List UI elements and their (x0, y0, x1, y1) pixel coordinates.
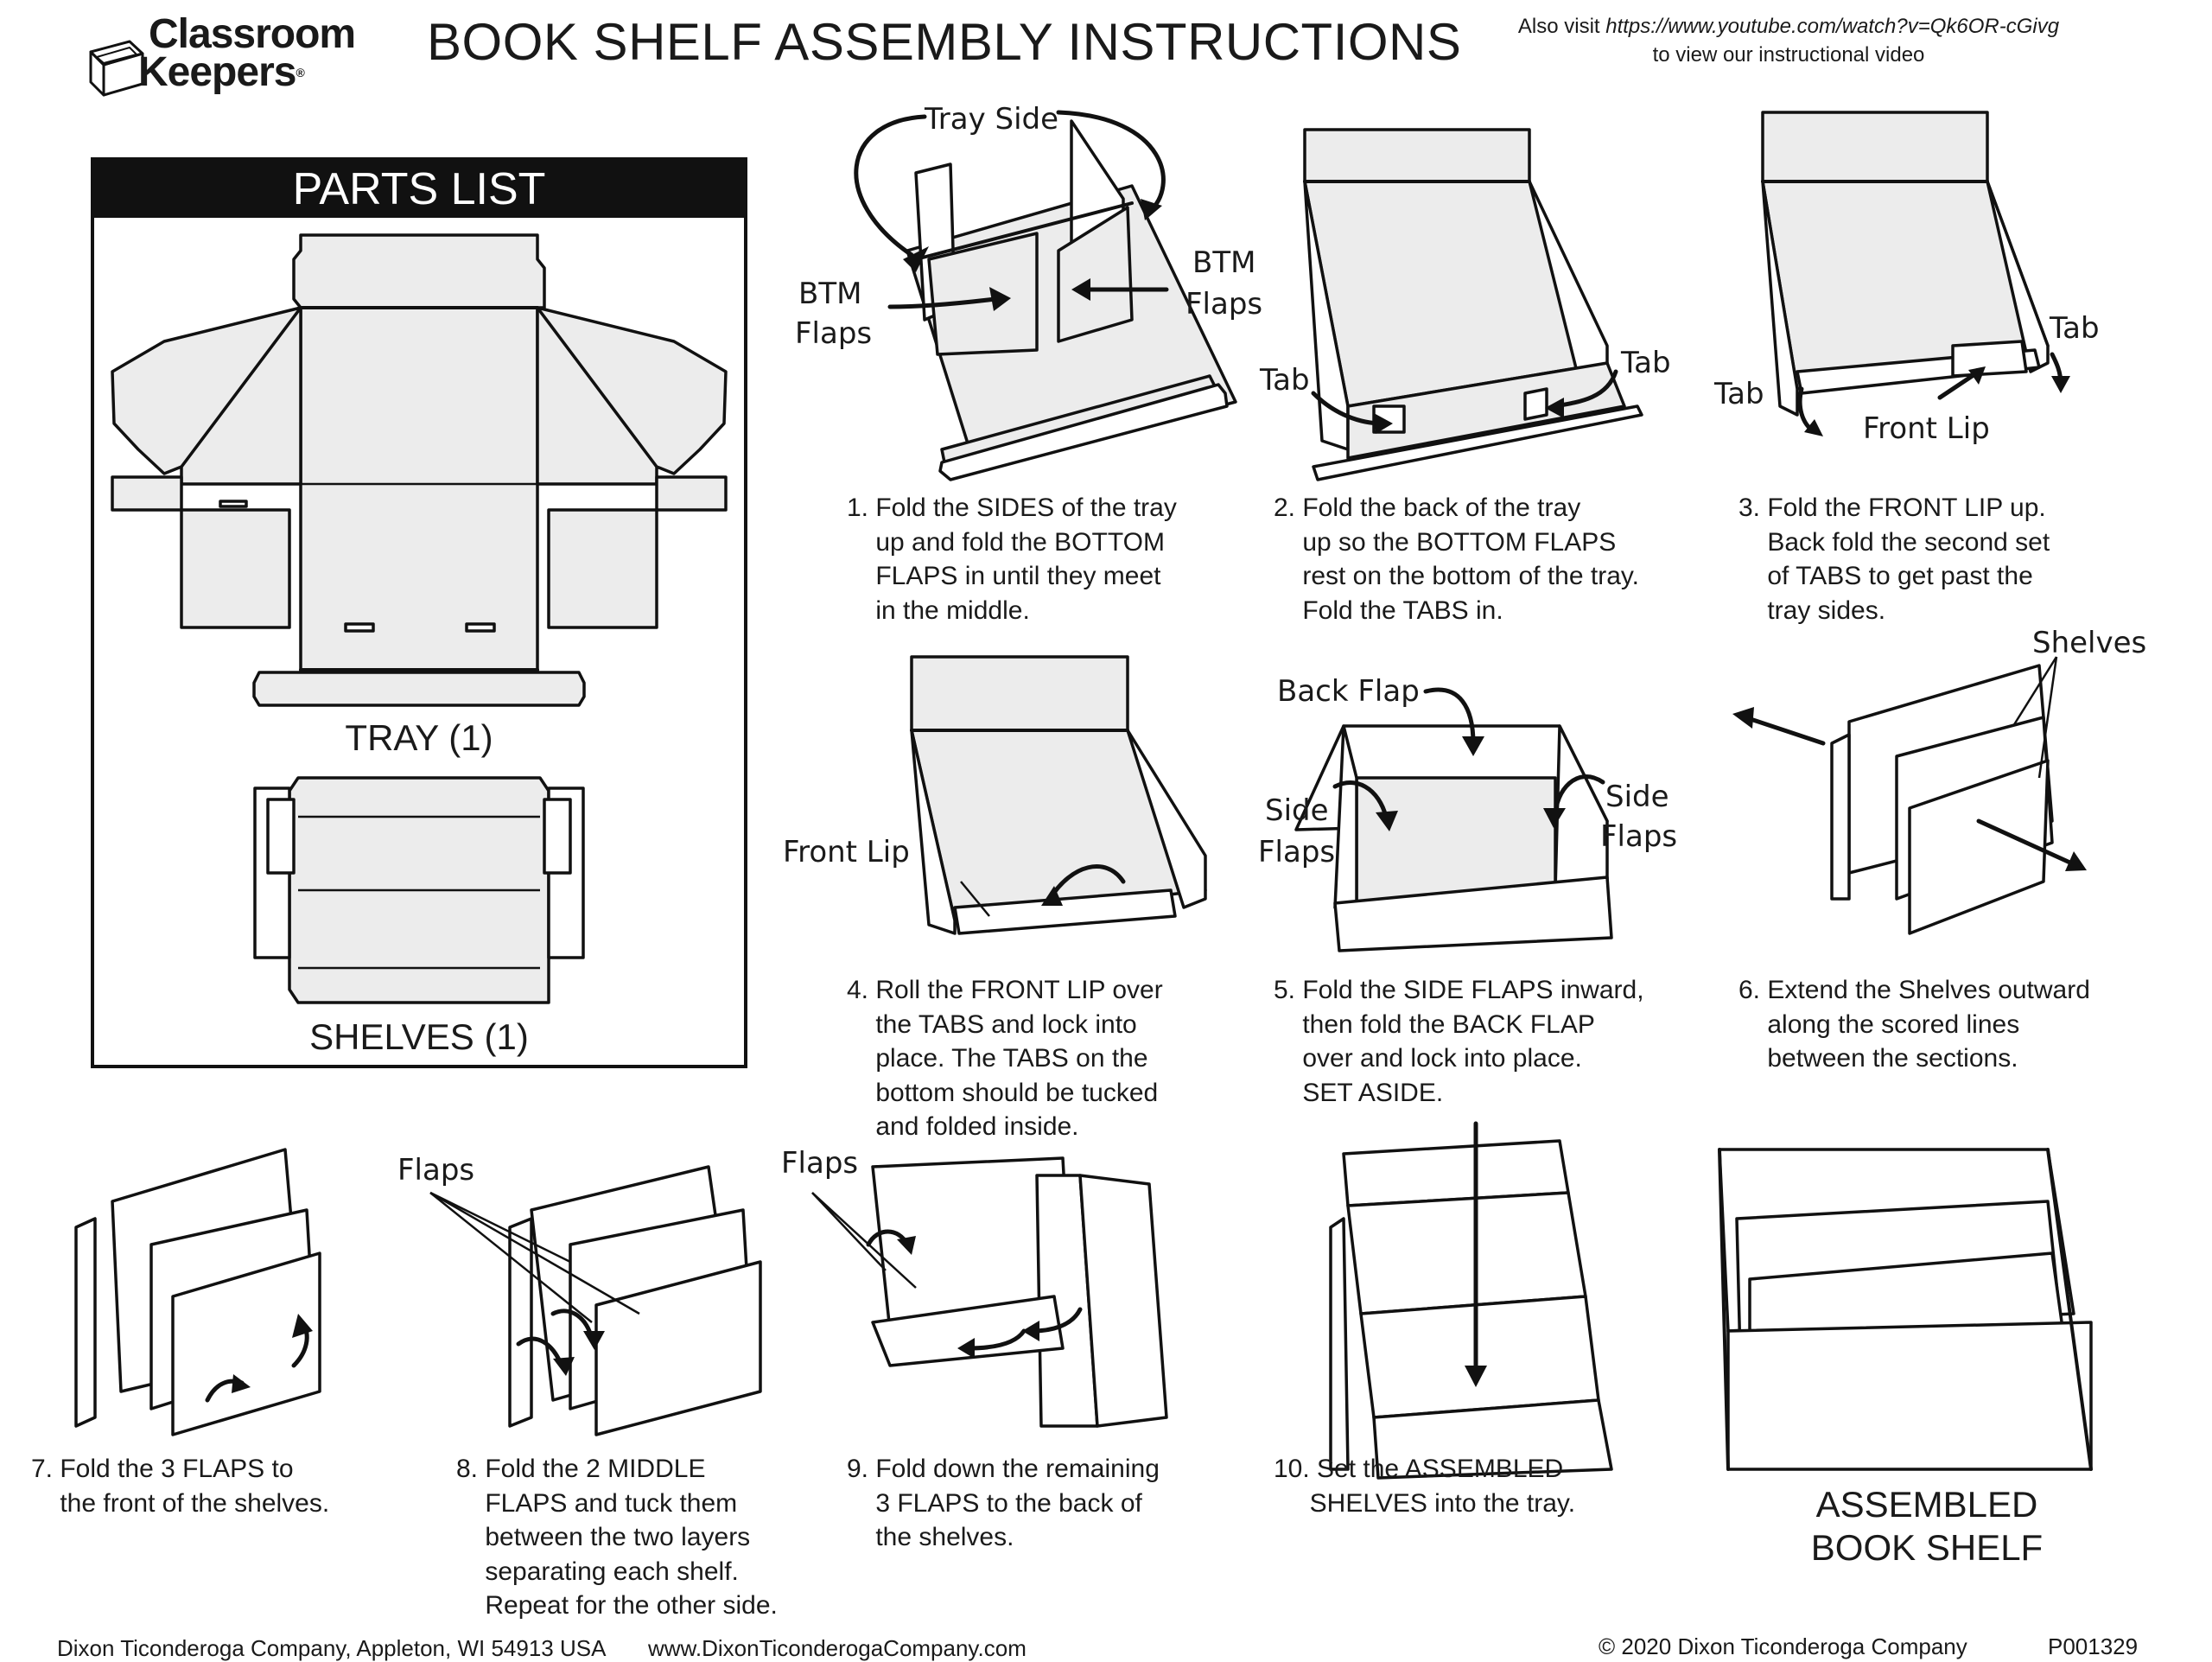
step-5-text: 5. Fold the SIDE FLAPS inward, then fold… (1274, 976, 1644, 1107)
callout-btm-flaps-left-2: Flaps (795, 316, 873, 351)
step2-diagram (1303, 128, 1643, 481)
step-7-text: 7. Fold the 3 FLAPS to the front of the … (31, 1455, 330, 1518)
step-4-text: 4. Roll the FRONT LIP over the TABS and … (847, 976, 1163, 1141)
callout-back-flap: Back Flap (1277, 674, 1420, 709)
step-3-text: 3. Fold the FRONT LIP up. Back fold the … (1738, 494, 2050, 625)
callout-flaps-9: Flaps (781, 1146, 859, 1181)
footer-website[interactable]: www.DixonTiconderogaCompany.com (648, 1635, 1027, 1661)
callout-side-flaps-right-1: Side (1605, 780, 1669, 814)
brand-name-line2: Keepers® (138, 49, 305, 95)
brand-name-line1: Classroom (149, 11, 356, 57)
step6-diagram (1830, 664, 2054, 935)
assembled-label: ASSEMBLED BOOK SHELF (1810, 1484, 2044, 1568)
footer-copyright: © 2020 Dixon Ticonderoga Company (1599, 1633, 1967, 1659)
shelves-diagram (253, 776, 585, 1004)
callout-shelves: Shelves (2032, 626, 2147, 660)
step5-diagram (1294, 724, 1613, 952)
assembled-diagram (1718, 1148, 2093, 1471)
step7-diagram (74, 1148, 321, 1436)
callout-btm-flaps-left-1: BTM (798, 277, 862, 311)
registered-mark: ® (296, 66, 304, 80)
step10-diagram (1329, 1139, 1613, 1480)
step1-diagram (906, 119, 1237, 481)
video-note: Also visit https://www.youtube.com/watch… (1517, 15, 2060, 67)
step8-diagram (508, 1165, 762, 1436)
callout-side-flaps-left-1: Side (1265, 793, 1329, 828)
step-6-text: 6. Extend the Shelves outward along the … (1738, 976, 2090, 1073)
step-9-text: 9. Fold down the remaining 3 FLAPS to th… (847, 1455, 1160, 1551)
footer-company-address: Dixon Ticonderoga Company, Appleton, WI … (57, 1635, 607, 1661)
callout-tab-2b: Tab (1621, 346, 1671, 380)
step-8-text: 8. Fold the 2 MIDDLE FLAPS and tuck them… (456, 1455, 778, 1620)
shelves-label: SHELVES (1) (309, 1016, 529, 1057)
callout-tab-3a: Tab (1714, 377, 1764, 411)
callout-tray-side: Tray Side (925, 102, 1059, 137)
step4-diagram (910, 655, 1207, 935)
callout-btm-flaps-right-2: Flaps (1185, 287, 1263, 322)
callout-tab-2a: Tab (1260, 363, 1310, 398)
callout-tab-3b: Tab (2050, 311, 2100, 346)
step-1-text: 1. Fold the SIDES of the tray up and fol… (847, 494, 1177, 625)
step9-diagram (871, 1156, 1168, 1428)
step-2-text: 2. Fold the back of the tray up so the B… (1274, 494, 1639, 625)
footer-part-number: P001329 (2048, 1633, 2139, 1659)
tray-diagram (111, 233, 728, 707)
step3-diagram (1761, 111, 2050, 417)
step-10-text: 10. Set the ASSEMBLED SHELVES into the t… (1274, 1455, 1576, 1518)
callout-side-flaps-right-2: Flaps (1600, 819, 1678, 854)
page-title: BOOK SHELF ASSEMBLY INSTRUCTIONS (427, 13, 1462, 71)
callout-flaps-8: Flaps (397, 1153, 475, 1188)
tray-label: TRAY (1) (345, 717, 493, 758)
callout-front-lip-4: Front Lip (783, 835, 910, 869)
callout-front-lip-3: Front Lip (1863, 411, 1990, 446)
video-link[interactable]: https://www.youtube.com/watch?v=Qk6OR-cG… (1605, 15, 2060, 38)
callout-btm-flaps-right-1: BTM (1192, 245, 1256, 280)
callout-side-flaps-left-2: Flaps (1258, 835, 1336, 869)
parts-list-heading: PARTS LIST (94, 161, 744, 218)
parts-list-box (91, 157, 747, 1068)
